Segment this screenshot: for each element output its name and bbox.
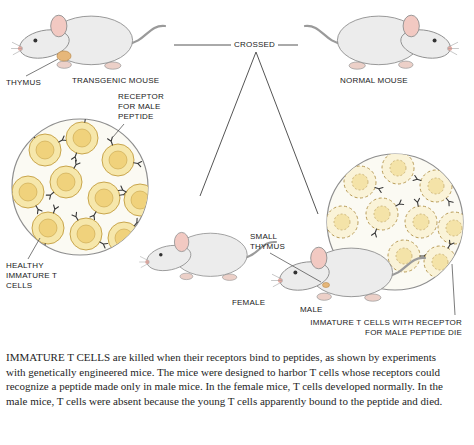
transgenic-mouse — [11, 15, 165, 69]
mouse-label: NORMAL MOUSE — [340, 76, 408, 86]
sex-label: MALE — [300, 305, 323, 315]
leader-lines — [26, 59, 455, 315]
part-label: HEALTHY IMMATURE T CELLS — [6, 261, 60, 291]
mouse-label: TRANSGENIC MOUSE — [72, 76, 159, 86]
cross-lines — [174, 45, 318, 214]
normal-mouse — [305, 15, 459, 69]
sex-label: FEMALE — [232, 298, 265, 308]
figure-caption: IMMATURE T CELLS are killed when their r… — [6, 350, 458, 408]
male-mouse — [271, 247, 425, 301]
small-thymus — [323, 283, 330, 288]
part-label: THYMUS — [6, 78, 41, 88]
cross-label: CROSSED — [231, 40, 278, 50]
note-label: IMMATURE T CELLS WITH RECEPTOR FOR MALE … — [300, 318, 462, 338]
thymus — [57, 51, 71, 61]
part-label: RECEPTOR FOR MALE PEPTIDE — [118, 92, 168, 122]
part-label: SMALL THYMUS — [250, 232, 288, 252]
healthy-cells-view — [5, 114, 157, 255]
